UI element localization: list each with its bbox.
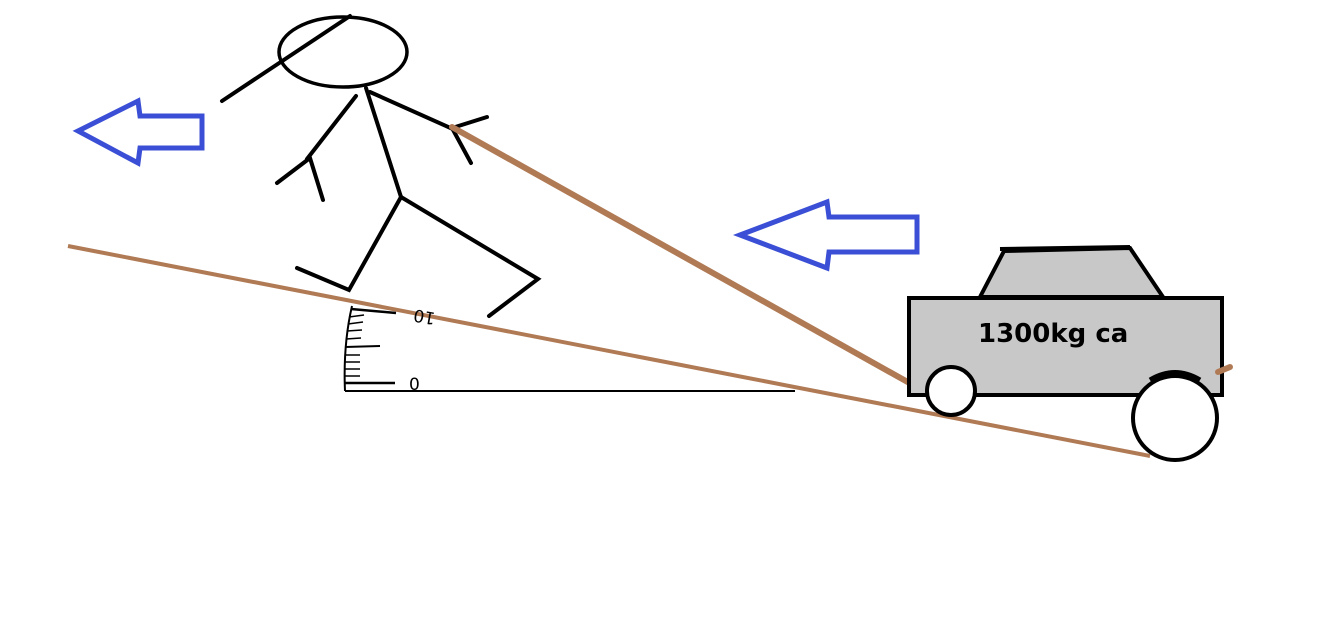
person-left-leg <box>295 195 403 293</box>
left-arrow-icon <box>72 97 205 167</box>
person-head <box>277 15 409 89</box>
person-head-line <box>220 14 352 103</box>
person-right-arm <box>368 90 457 132</box>
angle-tick-ten-label: 10 <box>412 304 437 327</box>
middle-arrow-icon <box>732 198 920 272</box>
car-front-wheel <box>925 365 977 417</box>
person-left-arm <box>305 94 358 161</box>
car: 1300kg ca <box>907 245 1233 462</box>
stick-figure-person <box>220 14 542 318</box>
angle-scale: 0 10 <box>343 304 437 395</box>
tow-rope <box>449 124 916 388</box>
car-cabin <box>976 245 1167 299</box>
car-mass-label: 1300kg ca <box>978 319 1128 349</box>
car-rear-wheel <box>1131 374 1219 462</box>
angle-scale-arc <box>343 305 353 392</box>
person-right-leg <box>399 195 542 318</box>
car-rear-hitch <box>1215 364 1233 375</box>
incline-slope-line <box>67 244 1151 458</box>
person-left-hand <box>275 154 325 202</box>
person-torso <box>364 86 403 199</box>
angle-tick-zero-label: 0 <box>409 375 420 395</box>
